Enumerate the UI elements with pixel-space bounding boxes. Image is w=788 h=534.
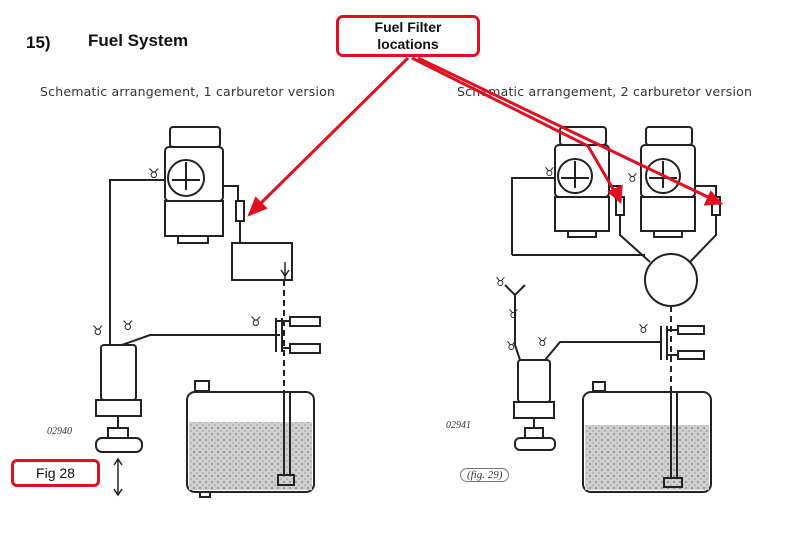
svg-text:♉: ♉ xyxy=(627,171,638,185)
fuel-pump-left xyxy=(100,344,137,401)
fuel-tank-right xyxy=(582,391,712,493)
arrow-to-carb-a xyxy=(411,56,589,148)
figure-code-right: 02941 xyxy=(446,420,471,431)
arrow-head-left xyxy=(247,196,268,217)
sender-unit-bottom xyxy=(289,343,321,354)
section-number: 15) xyxy=(26,33,51,52)
figure-label-text: Fig 28 xyxy=(36,465,75,481)
arrow-head-right-a xyxy=(607,184,623,205)
schematic-2-carburetor: ♉ ♉ ♉ ♉ ♉ ♉ ♉ xyxy=(495,126,721,493)
arrow-to-filter-left xyxy=(256,56,410,208)
svg-text:♉: ♉ xyxy=(506,339,517,353)
svg-text:♉: ♉ xyxy=(250,315,262,330)
carburetor-body xyxy=(164,146,224,202)
vapor-separator-box xyxy=(231,242,293,281)
svg-text:♉: ♉ xyxy=(122,319,134,334)
callout-line-2: locations xyxy=(377,36,439,52)
y-fitting xyxy=(504,284,526,312)
arrow-to-filter-right-a xyxy=(586,145,618,195)
supply-line-left xyxy=(109,179,165,330)
callout-arrows xyxy=(247,56,724,217)
svg-text:♉: ♉ xyxy=(92,324,104,339)
figure-code-left: 02940 xyxy=(47,426,72,437)
fuel-filter-callout: Fuel Filter locations xyxy=(336,15,480,57)
svg-text:♉: ♉ xyxy=(638,322,649,336)
figure-label-box: Fig 28 xyxy=(11,459,100,487)
schematic-1-carburetor: ♉ ♉ ♉ ♉ xyxy=(92,126,321,498)
carburetor-float-dial xyxy=(167,159,205,197)
caption-2-carburetor: Schematic arrangement, 2 carburetor vers… xyxy=(457,84,753,99)
svg-text:♉: ♉ xyxy=(544,165,555,179)
svg-text:♉: ♉ xyxy=(537,335,548,349)
fuel-tank-left xyxy=(186,391,315,493)
figure-label-right: (fig. 29) xyxy=(460,468,510,482)
carburetor-air-horn xyxy=(169,126,221,148)
caption-1-carburetor: Schematic arrangement, 1 carburetor vers… xyxy=(40,84,336,99)
arrow-head-right-b xyxy=(703,190,724,206)
fuel-filter-left xyxy=(235,200,245,222)
distribution-chamber xyxy=(644,253,698,307)
arrow-to-filter-right-b xyxy=(417,56,713,201)
fuel-pump-right xyxy=(517,359,551,403)
callout-line-1: Fuel Filter xyxy=(374,19,442,35)
carburetor-b-body xyxy=(640,144,696,198)
carburetor-base xyxy=(164,200,224,237)
sender-unit-top xyxy=(289,316,321,327)
svg-text:♉: ♉ xyxy=(508,307,519,321)
svg-text:♉: ♉ xyxy=(495,275,506,289)
section-title: Fuel System xyxy=(88,31,189,50)
svg-text:♉: ♉ xyxy=(148,167,160,182)
